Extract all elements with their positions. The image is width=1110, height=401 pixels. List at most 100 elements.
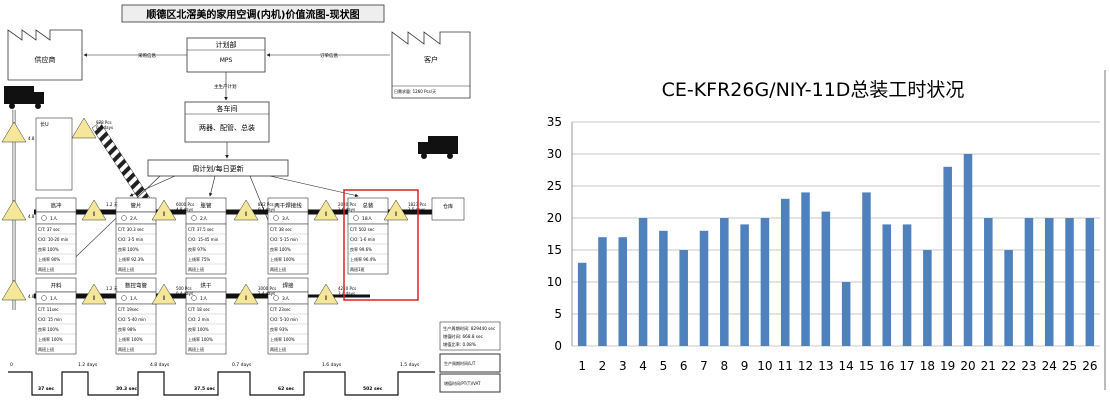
bar [1085, 218, 1095, 346]
vsm-title-box [121, 4, 385, 23]
svg-text:I: I [325, 295, 327, 302]
lower-inventory-triangle: I1.2 天 [81, 283, 118, 305]
y-tick-label: 15 [547, 243, 562, 257]
x-tick-label: 7 [700, 359, 708, 373]
bar [760, 218, 770, 346]
customer-truck-icon [418, 136, 458, 159]
process-metric: 两班上班 [38, 266, 54, 272]
summary-lead-time: 生产周期时间: 829440 sec [443, 325, 496, 332]
timeline-sec-label: 37 sec [38, 386, 55, 392]
process-metric: 两班上班 [118, 346, 134, 352]
bar [841, 282, 851, 346]
push-arrow [91, 121, 151, 205]
process-metric: C/O: 2 min [188, 317, 210, 322]
operator-icon [273, 215, 279, 221]
process-name: 管片 [130, 202, 141, 210]
summary-box: 生产周期时间: 829440 sec 增值时间: 668.8 sec 增值比率:… [439, 321, 501, 393]
y-tick-label: 20 [547, 211, 562, 225]
process-metric: C/O: 5-15 min [270, 237, 298, 242]
customer-factory: 客户 日需求量: 1260 Pcs/天 [391, 31, 471, 99]
bar [862, 192, 871, 346]
svg-text:I: I [93, 211, 95, 218]
process-metric: C/T: 38 sec [270, 227, 292, 232]
x-tick-label: 26 [1082, 359, 1097, 373]
x-tick-label: 12 [798, 359, 813, 373]
bar [720, 218, 729, 346]
workshop-label: 各车间 [217, 104, 238, 113]
left-inventory-label: 4.8 天 [28, 214, 40, 219]
operator-count: 1人 [130, 296, 138, 302]
left-inventory-triangle: 4.8 天 [1, 279, 40, 301]
summary-right-lt: 生产周期时间/L/T [444, 360, 476, 366]
x-tick-label: 23 [1021, 359, 1036, 373]
process-metric: 两班上班 [188, 266, 204, 272]
upper-inventory-triangle: I1.2 天 [81, 199, 118, 221]
x-tick-label: 16 [879, 359, 894, 373]
bar [618, 237, 628, 346]
x-tick-label: 18 [920, 359, 935, 373]
svg-text:I: I [163, 295, 165, 302]
timeline-sec-label: 37.5 sec [194, 386, 215, 392]
bar [598, 237, 607, 346]
operator-icon [191, 295, 197, 301]
process-metric: 上线率 92.3% [118, 256, 144, 262]
value-stream-map: 顺德区北滘美的家用空调(内机)价值流图-现状图 供应商 客户 日需求量: 126… [1, 4, 501, 396]
process-metric: C/O: 5-10 min [270, 317, 298, 322]
svg-text:I: I [395, 211, 397, 218]
process-name: 胀管 [200, 202, 212, 210]
bar [659, 230, 668, 346]
bar [963, 154, 973, 346]
timeline-day-label: 4.8 days [150, 362, 170, 368]
supplier-label: 供应商 [35, 55, 56, 64]
operator-icon [41, 215, 47, 221]
process-metric: 两班上班 [270, 346, 286, 352]
operator-icon [353, 215, 359, 221]
y-tick-label: 35 [547, 115, 562, 129]
process-metric: 良率 100% [270, 246, 291, 252]
timeline-sec-label: 62 sec [278, 386, 295, 392]
process-metric: 上线率 90% [38, 256, 60, 262]
x-tick-label: 15 [859, 359, 874, 373]
warehouse-label: 仓库 [443, 203, 453, 210]
x-tick-label: 14 [839, 359, 854, 373]
chart-grid [571, 121, 1100, 347]
process-metric: 两班上班 [38, 346, 54, 352]
process-name: 数控弯管 [125, 282, 148, 290]
bar [577, 262, 587, 346]
operator-icon [121, 295, 127, 301]
x-tick-label: 25 [1062, 359, 1077, 373]
process-metric: 上线率 100% [270, 256, 295, 262]
chart-bars [577, 154, 1095, 346]
left-inventory-label: 4.8 天 [28, 294, 40, 299]
planning-box [186, 37, 266, 73]
process-metric: 两班上班 [188, 346, 204, 352]
y-tick-label: 10 [547, 275, 562, 289]
process-metric: 上线率 100% [118, 336, 143, 342]
supplier-truck-icon [4, 86, 44, 109]
mps-label: MPS [220, 57, 233, 64]
x-tick-label: 13 [818, 359, 833, 373]
svg-text:I: I [245, 211, 247, 218]
timeline-sec-label: 30.3 sec [116, 386, 137, 392]
process-metric: C/T: 502 sec [350, 227, 374, 232]
x-tick-label: 5 [660, 359, 668, 373]
bar [801, 192, 810, 346]
bar [699, 230, 709, 346]
x-tick-label: 1 [578, 359, 586, 373]
bar [902, 224, 912, 346]
x-tick-label: 4 [639, 359, 647, 373]
